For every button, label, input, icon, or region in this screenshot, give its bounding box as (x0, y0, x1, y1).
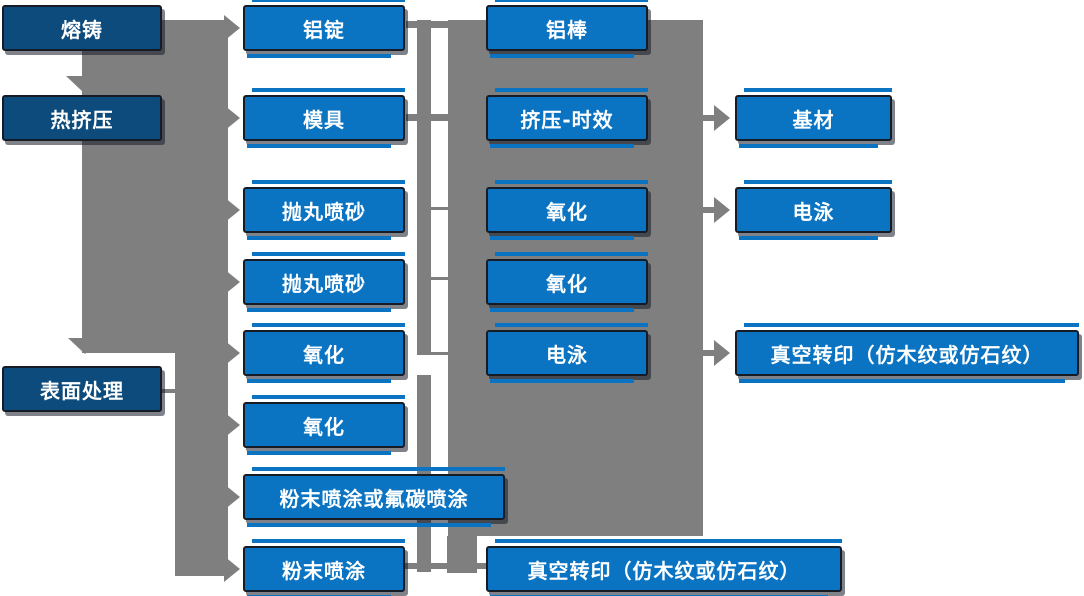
connector-stub-ingot (406, 21, 448, 28)
arrow-right-icon (714, 197, 730, 223)
node-vacuum-transfer-print-bottom[interactable]: 真空转印（仿木纹或仿石纹） (486, 539, 842, 596)
node-melting-casting[interactable]: 熔铸 (2, 5, 162, 51)
node-vacuum-transfer-print-right[interactable]: 真空转印（仿木纹或仿石纹） (735, 323, 1079, 383)
node-electrophoresis-1[interactable]: 电泳 (486, 323, 648, 383)
connector-stub-mold (406, 114, 448, 121)
node-shot-blasting-2[interactable]: 抛丸喷砂 (243, 252, 405, 312)
node-hot-extrusion[interactable]: 热挤压 (2, 95, 162, 141)
arrow-down-icon (66, 76, 100, 92)
arrow-right-icon (224, 269, 240, 295)
node-oxidation-2[interactable]: 氧化 (243, 395, 405, 455)
connector-line-bottom (405, 563, 487, 569)
node-powder-or-fluorocarbon-coating[interactable]: 粉末喷涂或氟碳喷涂 (243, 467, 505, 527)
arrow-right-icon (224, 412, 240, 438)
node-electrophoresis-2[interactable]: 电泳 (735, 180, 892, 240)
connector-bar-middle-lower (417, 375, 431, 572)
connector-band-left-lower (175, 350, 228, 576)
connector-bar-middle-upper (417, 20, 431, 355)
arrow-right-icon (224, 15, 240, 41)
connector-stub-base-material (703, 115, 715, 121)
arrow-right-icon (224, 340, 240, 366)
node-aluminum-ingot[interactable]: 铝锭 (243, 0, 405, 58)
arrow-right-icon (224, 556, 240, 582)
arrow-right-icon (714, 105, 730, 131)
node-base-material[interactable]: 基材 (735, 88, 892, 148)
connector-band-left (82, 20, 228, 353)
connector-stub-row5 (430, 352, 448, 355)
connector-stub-vacuum-print (703, 350, 715, 356)
node-shot-blasting-1[interactable]: 抛丸喷砂 (243, 180, 405, 240)
arrow-right-icon (224, 105, 240, 131)
node-mold[interactable]: 模具 (243, 88, 405, 148)
connector-line-surface-treatment (160, 389, 178, 393)
node-surface-treatment[interactable]: 表面处理 (2, 366, 162, 412)
node-powder-coating[interactable]: 粉末喷涂 (243, 539, 405, 596)
arrow-down-icon (68, 338, 102, 354)
arrow-right-icon (714, 340, 730, 366)
connector-stub-electrophoresis (703, 207, 715, 213)
node-oxidation-4[interactable]: 氧化 (486, 252, 648, 312)
connector-stub-row4 (430, 277, 448, 280)
connector-stub-row3 (430, 207, 448, 210)
arrow-right-icon (224, 197, 240, 223)
node-aluminum-rod[interactable]: 铝棒 (486, 0, 648, 58)
node-oxidation-1[interactable]: 氧化 (243, 323, 405, 383)
arrow-right-icon (224, 484, 240, 510)
node-extrusion-aging[interactable]: 挤压-时效 (486, 88, 648, 148)
node-oxidation-3[interactable]: 氧化 (486, 180, 648, 240)
